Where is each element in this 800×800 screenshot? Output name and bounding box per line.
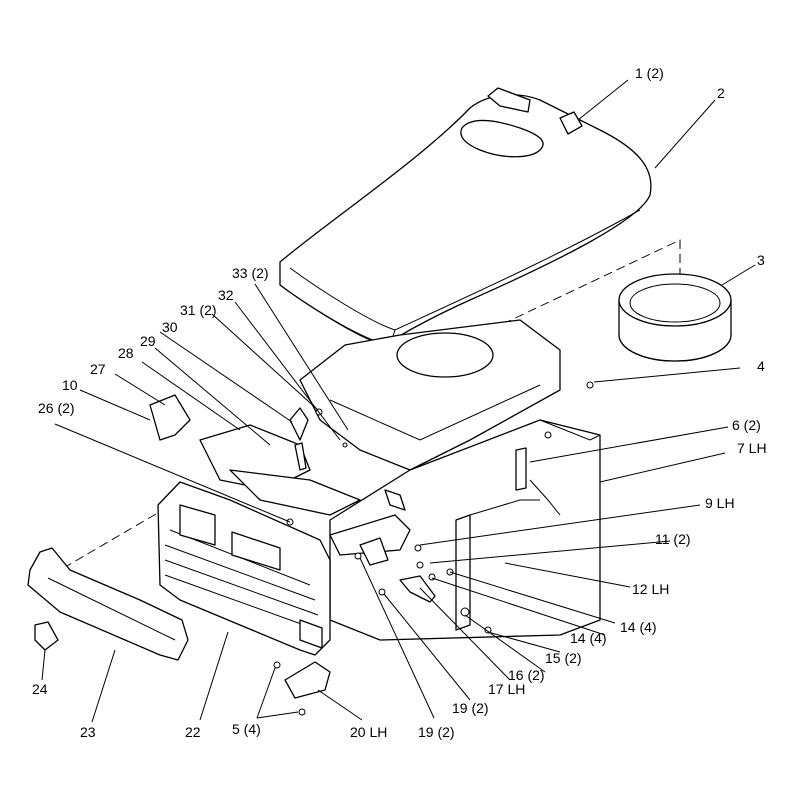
air-filter-ring (618, 273, 732, 362)
lower-housing (299, 319, 601, 641)
label-24: 24 (32, 681, 48, 697)
leader-lines (41, 79, 756, 723)
label-20: 20 LH (350, 724, 387, 740)
label-10: 10 (62, 377, 78, 393)
lower-brackets (284, 537, 436, 699)
label-6: 6 (2) (732, 417, 761, 433)
label-29: 29 (140, 333, 156, 349)
label-28: 28 (118, 345, 134, 361)
label-9: 9 LH (705, 495, 735, 511)
label-31: 31 (2) (180, 302, 217, 318)
front-grille (157, 481, 331, 656)
label-14b: 14 (4) (570, 630, 607, 646)
label-5: 5 (4) (232, 721, 261, 737)
label-27: 27 (90, 361, 106, 377)
label-19a: 19 (2) (452, 700, 489, 716)
front-bumper (27, 547, 189, 661)
label-14a: 14 (4) (620, 619, 657, 635)
label-3: 3 (757, 252, 765, 268)
label-23: 23 (80, 724, 96, 740)
label-7: 7 LH (737, 440, 767, 456)
label-19b: 19 (2) (418, 724, 455, 740)
label-2: 2 (717, 85, 725, 101)
callout-labels: 1 (2) 2 3 4 6 (2) 7 LH 9 LH 10 11 (2) 12… (32, 65, 767, 740)
label-26: 26 (2) (38, 400, 75, 416)
label-22: 22 (185, 724, 201, 740)
side-panels (455, 447, 540, 631)
label-12: 12 LH (632, 581, 669, 597)
label-4: 4 (757, 358, 765, 374)
label-32: 32 (218, 287, 234, 303)
label-30: 30 (162, 319, 178, 335)
hardware (273, 381, 594, 716)
label-16: 16 (2) (508, 667, 545, 683)
label-11: 11 (2) (655, 531, 691, 547)
label-33: 33 (2) (232, 265, 269, 281)
label-1: 1 (2) (635, 65, 664, 81)
label-17: 17 LH (488, 681, 525, 697)
engine-hood (279, 87, 652, 346)
upper-brackets (149, 394, 411, 556)
label-15: 15 (2) (545, 650, 582, 666)
